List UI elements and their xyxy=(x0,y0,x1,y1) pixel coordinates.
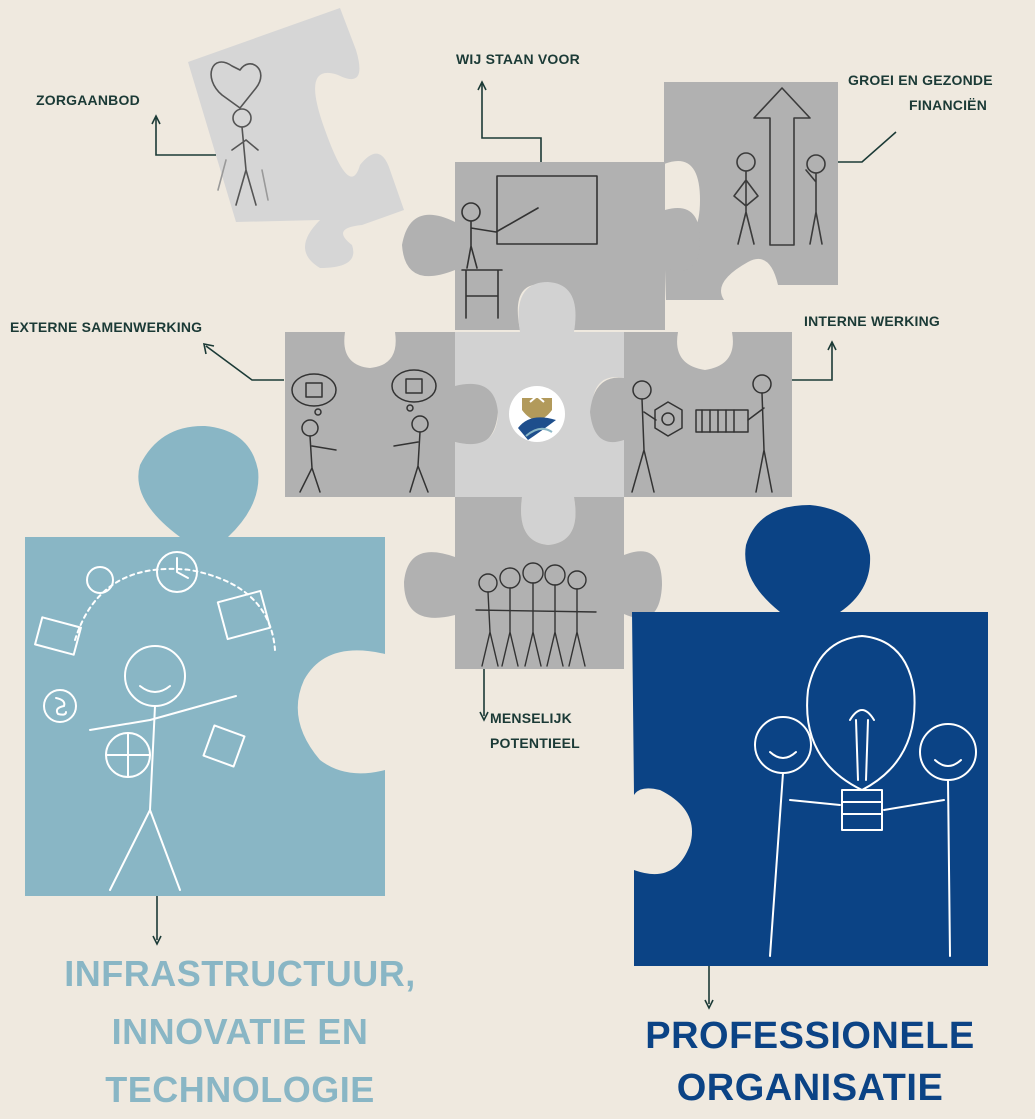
pillar-professionele-line1: PROFESSIONELE xyxy=(645,1015,975,1057)
label-menselijk-line1: MENSELIJK xyxy=(490,710,572,726)
label-interne-werking: INTERNE WERKING xyxy=(804,313,940,329)
organisation-logo-icon xyxy=(509,386,565,442)
two-thinkers-icon xyxy=(291,369,437,493)
piece-center xyxy=(455,282,624,545)
group-of-people-icon xyxy=(475,562,597,667)
juggler-icon xyxy=(34,551,276,891)
piece-interne-werking xyxy=(590,332,792,497)
label-externe-samenwerking: EXTERNE SAMENWERKING xyxy=(10,319,203,335)
piece-professionele-organisatie xyxy=(632,505,988,966)
label-groei-line2: FINANCIËN xyxy=(909,97,988,113)
growth-arrow-figures-icon xyxy=(733,87,826,246)
label-zorgaanbod: ZORGAANBOD xyxy=(36,92,140,108)
balloon-figure-icon xyxy=(210,61,269,206)
pillar-infrastructuur-line1: INFRASTRUCTUUR, xyxy=(64,953,416,994)
nut-and-bolt-icon xyxy=(631,374,773,493)
pillar-professionele-line2: ORGANISATIE xyxy=(676,1067,944,1109)
label-menselijk-line2: POTENTIEEL xyxy=(490,735,580,751)
piece-externe-samenwerking xyxy=(285,332,499,497)
lightbulb-team-icon xyxy=(754,635,977,957)
pillar-infrastructuur-line3: TECHNOLOGIE xyxy=(105,1069,375,1110)
piece-infrastructuur xyxy=(25,425,385,896)
arrow-connector-icon xyxy=(151,80,897,1010)
piece-groei xyxy=(664,82,838,300)
piece-wij-staan-voor xyxy=(402,162,700,330)
pillar-infrastructuur-title: INFRASTRUCTUUR, INNOVATIE EN TECHNOLOGIE xyxy=(30,945,450,1119)
label-wij-staan-voor: WIJ STAAN VOOR xyxy=(456,51,580,67)
piece-zorgaanbod xyxy=(188,8,404,268)
teacher-board-icon xyxy=(461,175,598,319)
label-groei-line1: GROEI EN GEZONDE xyxy=(848,72,993,88)
pillar-professionele-title: PROFESSIONELE ORGANISATIE xyxy=(600,1010,1020,1114)
piece-menselijk-potentieel xyxy=(404,497,662,669)
pillar-infrastructuur-line2: INNOVATIE EN xyxy=(111,1011,369,1052)
